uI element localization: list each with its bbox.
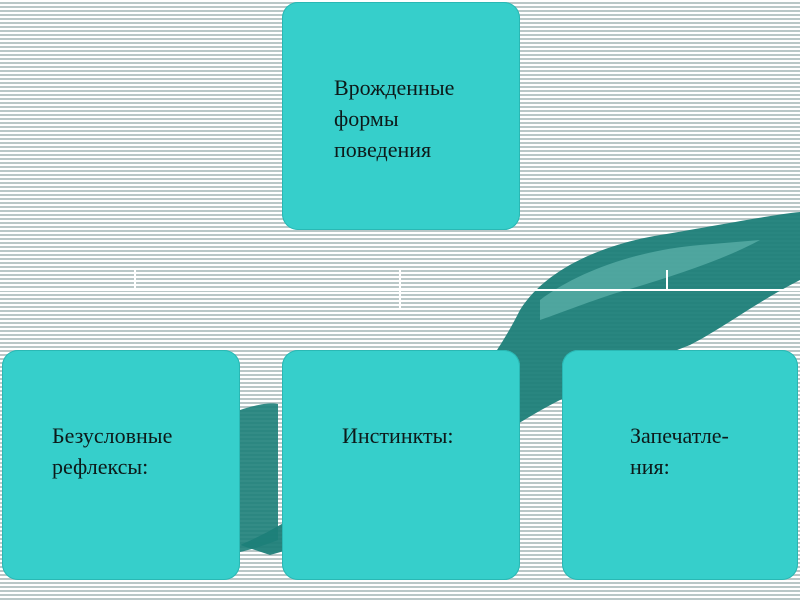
- connector-tick-right: [666, 270, 668, 290]
- decor-wave-lower: [240, 403, 278, 552]
- connector-tick-middle: [399, 270, 401, 310]
- child-node-label-instincts: Инстинкты:: [342, 423, 454, 448]
- child-node-label-imprinting: Запечатле- ния:: [630, 423, 729, 479]
- connector-tick-left: [134, 270, 136, 290]
- child-node-unconditioned-reflexes: Безусловные рефлексы:: [2, 350, 240, 580]
- child-node-imprinting: Запечатле- ния:: [562, 350, 798, 580]
- child-node-label-reflexes: Безусловные рефлексы:: [52, 423, 173, 479]
- root-node-label: Врожденные формы поведения: [334, 75, 455, 162]
- child-node-instincts: Инстинкты:: [282, 350, 520, 580]
- decor-wave-highlight: [540, 240, 760, 320]
- root-node-innate-behavior: Врожденные формы поведения: [282, 2, 520, 230]
